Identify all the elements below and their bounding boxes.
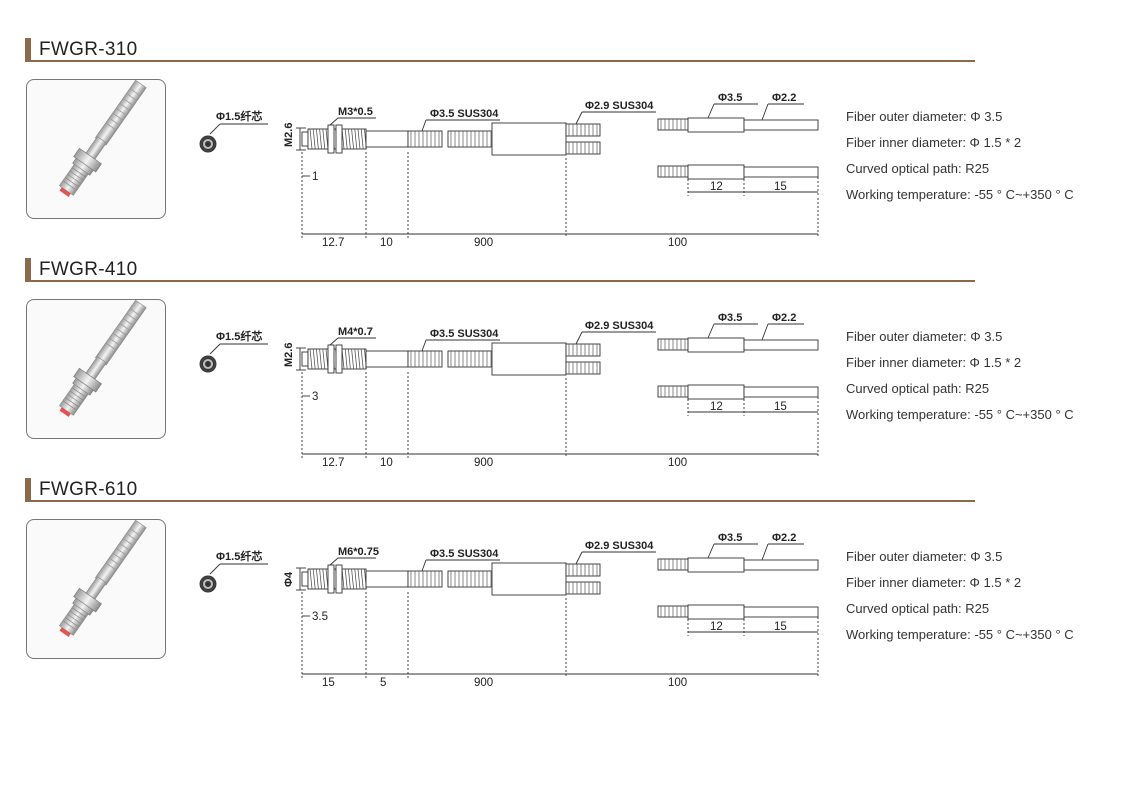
fiber-cross-section-icon [199,575,217,593]
dim-1: 15 [322,677,335,689]
end-outer-label: Φ3.5 [718,532,742,544]
thread-label: M4*0.7 [338,326,373,338]
product-section: FWGR-410 [0,258,1123,469]
end-dim-2: 15 [774,621,787,633]
dim-3: 900 [474,457,493,469]
spec-inner-diameter: Fiber inner diameter: Φ 1.5 * 2 [846,575,1022,590]
corrugated-tube [565,343,601,357]
fiber-sensor-photo-icon [26,79,166,219]
corrugated-tube [407,130,443,148]
dim-3: 900 [474,677,493,689]
spec-outer-diameter: Fiber outer diameter: Φ 3.5 [846,109,1003,124]
corrugated-tube [657,118,689,131]
end-outer-label: Φ3.5 [718,92,742,104]
vertical-dim-label: M2.6 [283,123,295,147]
tip-length-label: 3.5 [312,611,328,623]
spec-inner-diameter: Fiber inner diameter: Φ 1.5 * 2 [846,355,1022,370]
spec-working-temperature: Working temperature: -55 ° C~+350 ° C [846,187,1074,202]
tube-label: Φ3.5 SUS304 [430,108,499,120]
tube-label: Φ3.5 SUS304 [430,548,499,560]
spec-outer-diameter: Fiber outer diameter: Φ 3.5 [846,329,1003,344]
corrugated-tube [447,350,493,368]
spec-optical-path: Curved optical path: R25 [846,601,990,616]
dim-2: 10 [380,237,393,249]
corrugated-tube [657,385,689,398]
tip-length-label: 1 [312,171,318,183]
corrugated-tube [565,361,601,375]
corrugated-tube [657,165,689,178]
product-title: FWGR-310 [39,39,138,60]
dim-1: 12.7 [322,237,344,249]
dim-3: 900 [474,237,493,249]
spec-optical-path: Curved optical path: R25 [846,161,990,176]
split-tube-label: Φ2.9 SUS304 [585,540,654,552]
corrugated-tube [565,123,601,137]
dimension-drawing: Φ1.5纤芯 M2.6 M3*0.5 Φ3.5 SUS304 Φ2.9 SUS3… [190,68,840,249]
title-underline [25,280,975,282]
end-inner-label: Φ2.2 [772,92,796,104]
corrugated-tube [447,130,493,148]
end-dim-1: 12 [710,181,723,193]
title-accent-bar [25,478,31,500]
vertical-dim-label: M2.6 [283,343,295,367]
end-outer-label: Φ3.5 [718,312,742,324]
product-title: FWGR-410 [39,259,138,280]
dim-4: 100 [668,237,687,249]
spec-inner-diameter: Fiber inner diameter: Φ 1.5 * 2 [846,135,1022,150]
tip-length-label: 3 [312,391,318,403]
title-underline [25,500,975,502]
end-inner-label: Φ2.2 [772,312,796,324]
cross-section-label: Φ1.5纤芯 [216,329,262,343]
dim-2: 5 [380,677,386,689]
corrugated-tube [447,570,493,588]
fiber-cross-section-icon [199,355,217,373]
corrugated-tube [565,563,601,577]
dim-2: 10 [380,457,393,469]
spec-list: Fiber outer diameter: Φ 3.5 Fiber inner … [846,324,1116,428]
split-tube-label: Φ2.9 SUS304 [585,100,654,112]
spec-working-temperature: Working temperature: -55 ° C~+350 ° C [846,627,1074,642]
title-underline [25,60,975,62]
dim-1: 12.7 [322,457,344,469]
fiber-cross-section-icon [199,135,217,153]
dimension-drawing: Φ1.5纤芯 M2.6 M4*0.7 Φ3.5 SUS304 Φ2.9 SUS3… [190,288,840,469]
end-dim-1: 12 [710,621,723,633]
title-accent-bar [25,258,31,280]
fiber-sensor-photo-icon [26,519,166,659]
spec-optical-path: Curved optical path: R25 [846,381,990,396]
corrugated-tube [565,581,601,595]
corrugated-tube [407,570,443,588]
product-section: FWGR-610 [0,478,1123,689]
title-accent-bar [25,38,31,60]
product-title: FWGR-610 [39,479,138,500]
spec-list: Fiber outer diameter: Φ 3.5 Fiber inner … [846,544,1116,648]
tube-label: Φ3.5 SUS304 [430,328,499,340]
product-section: FWGR-310 [0,38,1123,249]
dimension-drawing: Φ1.5纤芯 Φ4 M6*0.75 Φ3.5 SUS304 Φ2.9 SUS30… [190,508,840,689]
dim-4: 100 [668,677,687,689]
fiber-sensor-photo-icon [26,299,166,439]
cross-section-label: Φ1.5纤芯 [216,109,262,123]
end-dim-2: 15 [774,181,787,193]
corrugated-tube [565,141,601,155]
dim-4: 100 [668,457,687,469]
corrugated-tube [657,338,689,351]
end-inner-label: Φ2.2 [772,532,796,544]
thread-label: M3*0.5 [338,106,373,118]
spec-working-temperature: Working temperature: -55 ° C~+350 ° C [846,407,1074,422]
thread-label: M6*0.75 [338,546,379,558]
end-dim-1: 12 [710,401,723,413]
spec-list: Fiber outer diameter: Φ 3.5 Fiber inner … [846,104,1116,208]
corrugated-tube [407,350,443,368]
end-dim-2: 15 [774,401,787,413]
corrugated-tube [657,605,689,618]
cross-section-label: Φ1.5纤芯 [216,549,262,563]
vertical-dim-label: Φ4 [283,571,295,587]
split-tube-label: Φ2.9 SUS304 [585,320,654,332]
spec-outer-diameter: Fiber outer diameter: Φ 3.5 [846,549,1003,564]
corrugated-tube [657,558,689,571]
